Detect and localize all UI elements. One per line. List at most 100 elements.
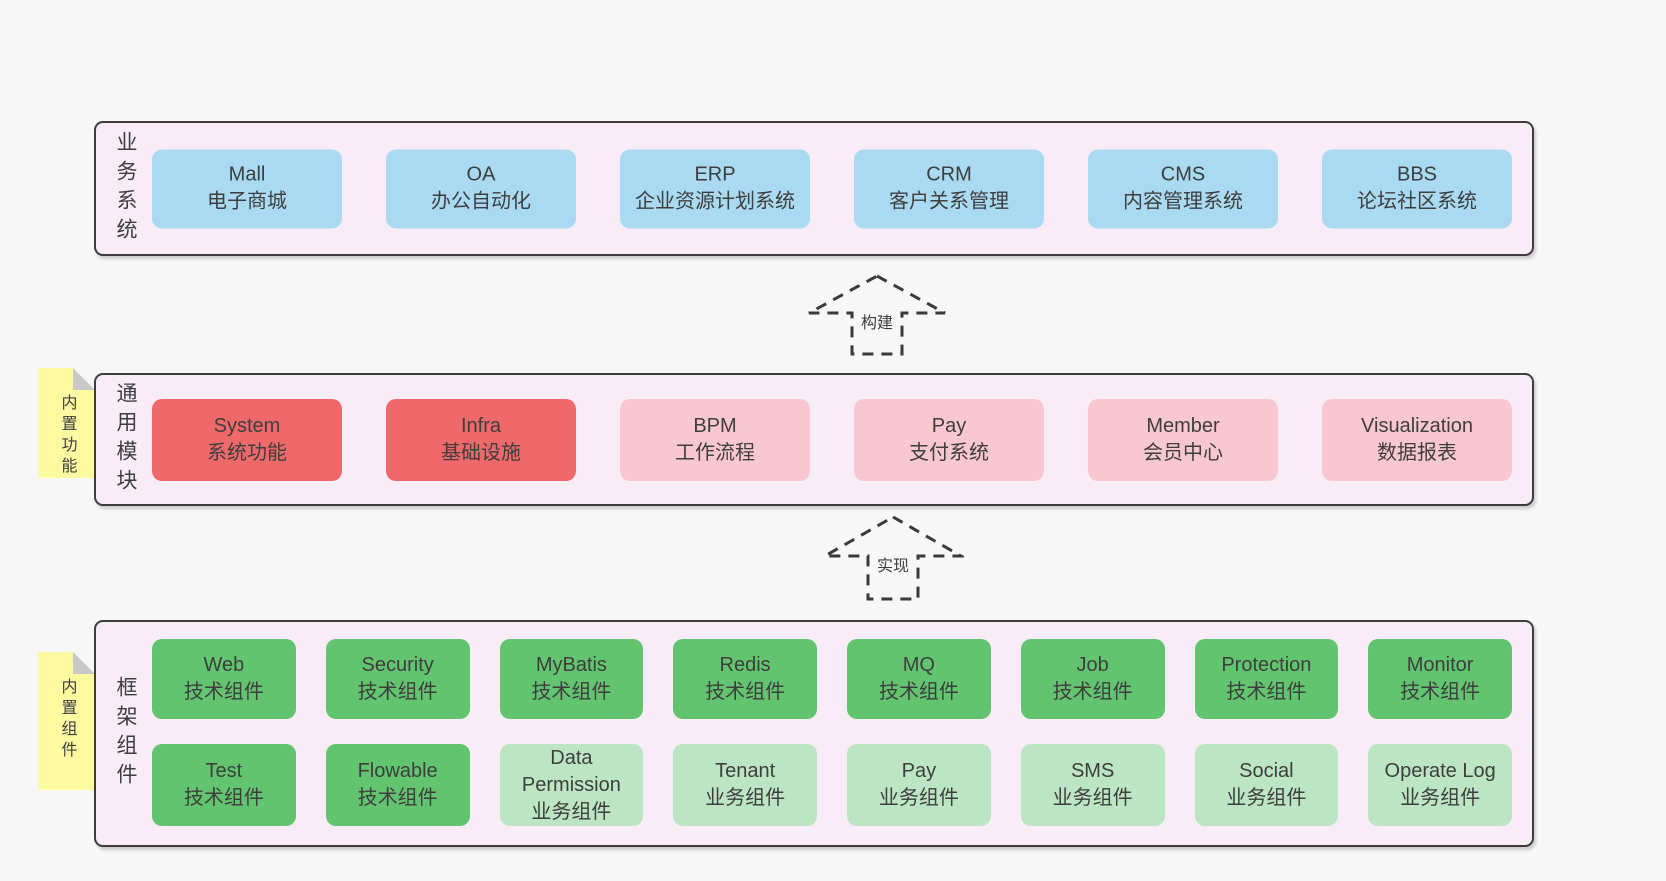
up-arrow-icon (808, 274, 946, 356)
arrow-label: 构建 (855, 307, 899, 334)
box-title: Web (203, 654, 245, 676)
box-member: Member 会员中心 (1088, 398, 1278, 481)
box-bpm: BPM 工作流程 (620, 398, 810, 481)
box-title: Pay (931, 414, 967, 437)
box-title: OA (466, 163, 496, 186)
box-subtitle: 技术组件 (878, 681, 959, 703)
box-title: Security (361, 654, 434, 676)
box-title: MyBatis (535, 654, 607, 676)
box-subtitle: 企业资源计划系统 (635, 190, 795, 213)
box-subtitle: 技术组件 (1052, 681, 1133, 703)
box-monitor: Monitor 技术组件 (1368, 639, 1512, 719)
box-subtitle: 基础设施 (441, 441, 521, 464)
box-subtitle: 数据报表 (1377, 441, 1457, 464)
layer-label: 框架组件 (114, 675, 137, 792)
box-title: Member (1146, 414, 1220, 437)
box-visualization: Visualization 数据报表 (1322, 398, 1512, 481)
box-mybatis: MyBatis 技术组件 (499, 639, 644, 719)
box-title: CMS (1160, 163, 1206, 186)
box-job: Job 技术组件 (1020, 639, 1165, 719)
box-subtitle: 技术组件 (183, 681, 264, 703)
box-title: Visualization (1361, 414, 1473, 437)
build-arrow: 构建 (806, 273, 948, 357)
folded-corner-icon (73, 652, 95, 674)
box-security: Security 技术组件 (325, 639, 470, 719)
box-title: Pay (901, 760, 937, 782)
box-title: Mall (228, 163, 266, 186)
box-pay: Pay 支付系统 (854, 398, 1044, 481)
box-title: ERP (694, 163, 736, 186)
sticky-label: 内置组件 (58, 678, 76, 762)
box-web: Web 技术组件 (152, 639, 296, 719)
box-subtitle: 业务组件 (1400, 787, 1481, 809)
box-oa: OA 办公自动化 (386, 149, 576, 228)
box-subtitle: 技术组件 (357, 681, 438, 703)
box-subtitle: 内容管理系统 (1123, 190, 1243, 213)
box-title: BPM (693, 414, 737, 437)
sticky-note-builtin-components: 内置组件 (38, 652, 95, 790)
box-protection: Protection 技术组件 (1194, 639, 1339, 719)
box-title: Monitor (1406, 654, 1474, 676)
sticky-note-builtin-features: 内置功能 (38, 368, 95, 478)
box-crm: CRM 客户关系管理 (854, 149, 1044, 228)
box-subtitle: 技术组件 (183, 787, 264, 809)
sticky-label: 内置功能 (58, 394, 76, 478)
box-subtitle: 会员中心 (1143, 441, 1223, 464)
box-subtitle: 技术组件 (1226, 681, 1307, 703)
box-system: System 系统功能 (152, 398, 342, 481)
box-operate-log: Operate Log 业务组件 (1368, 744, 1512, 826)
box-subtitle: 系统功能 (207, 441, 287, 464)
box-subtitle: 业务组件 (1052, 787, 1133, 809)
layer-framework-components: 框架组件 Web 技术组件 Security 技术组件 MyBatis 技术组件… (94, 620, 1534, 847)
box-title: Flowable (357, 760, 438, 782)
box-title: CRM (926, 163, 972, 186)
box-subtitle: 支付系统 (909, 441, 989, 464)
box-test: Test 技术组件 (152, 744, 296, 826)
box-sms: SMS 业务组件 (1020, 744, 1165, 826)
box-subtitle: 技术组件 (357, 787, 438, 809)
box-subtitle: 办公自动化 (431, 190, 531, 213)
box-title: Data Permission (521, 746, 621, 796)
box-erp: ERP 企业资源计划系统 (620, 149, 810, 228)
box-title: SMS (1070, 760, 1115, 782)
box-social: Social 业务组件 (1194, 744, 1339, 826)
box-mq: MQ 技术组件 (847, 639, 991, 719)
box-subtitle: 业务组件 (531, 800, 612, 823)
layer-common-modules: 通用模块 System 系统功能 Infra 基础设施 BPM 工作流程 Pay… (94, 373, 1534, 506)
box-title: Protection (1221, 654, 1312, 676)
box-title: Redis (719, 654, 771, 676)
box-subtitle: 论坛社区系统 (1357, 190, 1477, 213)
box-data-permission: Data Permission 业务组件 (499, 744, 644, 826)
box-title: BBS (1396, 163, 1438, 186)
box-mall: Mall 电子商城 (152, 149, 342, 228)
arrow-label: 实现 (871, 551, 915, 578)
layer-label: 业务系统 (114, 130, 137, 247)
box-bbs: BBS 论坛社区系统 (1322, 149, 1512, 228)
common-modules-row: System 系统功能 Infra 基础设施 BPM 工作流程 Pay 支付系统… (152, 398, 1512, 481)
box-subtitle: 技术组件 (705, 681, 786, 703)
box-title: Operate Log (1384, 760, 1496, 782)
implement-arrow: 实现 (822, 514, 964, 602)
box-subtitle: 客户关系管理 (889, 190, 1009, 213)
box-tenant: Tenant 业务组件 (673, 744, 817, 826)
box-subtitle: 工作流程 (675, 441, 755, 464)
box-cms: CMS 内容管理系统 (1088, 149, 1278, 228)
box-title: Tenant (715, 760, 776, 782)
box-title: Social (1239, 760, 1294, 782)
box-subtitle: 业务组件 (705, 787, 786, 809)
folded-corner-icon (73, 368, 95, 390)
box-title: System (213, 414, 281, 437)
box-subtitle: 业务组件 (878, 787, 959, 809)
up-arrow-icon (822, 515, 964, 601)
business-systems-row: Mall 电子商城 OA 办公自动化 ERP 企业资源计划系统 CRM 客户关系… (152, 149, 1512, 228)
box-flowable: Flowable 技术组件 (325, 744, 470, 826)
box-title: Job (1076, 654, 1109, 676)
box-pay-biz: Pay 业务组件 (847, 744, 991, 826)
box-subtitle: 技术组件 (1400, 681, 1481, 703)
box-subtitle: 业务组件 (1226, 787, 1307, 809)
layer-business-systems: 业务系统 Mall 电子商城 OA 办公自动化 ERP 企业资源计划系统 CRM… (94, 121, 1534, 256)
box-title: Test (205, 760, 243, 782)
box-title: MQ (902, 654, 935, 676)
box-subtitle: 技术组件 (531, 681, 612, 703)
